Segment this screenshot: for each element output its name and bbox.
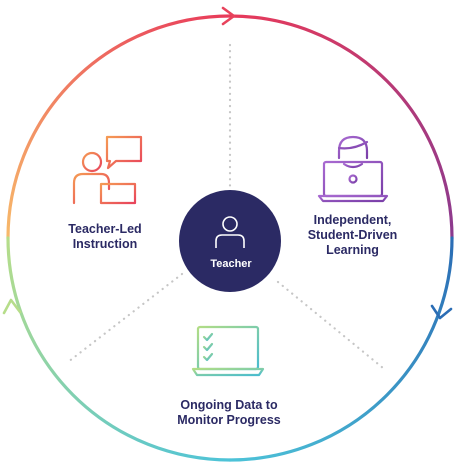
segment-label-line: Student-Driven <box>307 228 398 242</box>
cycle-ring <box>6 14 454 462</box>
segment-label-line: Independent, <box>313 213 392 227</box>
laptop-checklist-icon <box>191 325 265 377</box>
person-icon <box>215 216 245 248</box>
divider-bottom-right <box>276 280 385 370</box>
ring-arc-bottom-left <box>6 236 232 462</box>
segment-label-line: Monitor Progress <box>177 413 281 427</box>
arrow-top-icon <box>221 6 236 26</box>
segment-label-independent: Independent, Student-Driven Learning <box>285 213 420 258</box>
segment-label-ongoing-data: Ongoing Data to Monitor Progress <box>155 398 303 428</box>
ring-arc-top-right <box>228 14 454 240</box>
segment-label-line: Ongoing Data to <box>180 398 278 412</box>
segment-label-line: Learning <box>326 243 379 257</box>
student-laptop-icon <box>317 135 389 203</box>
segment-label-line: Instruction <box>72 237 138 251</box>
arrow-right-icon <box>430 304 453 320</box>
teacher-circle <box>179 190 281 292</box>
ring-arc-top-left <box>6 14 232 240</box>
arrow-left-icon <box>2 298 22 315</box>
segment-label-line: Teacher-Led <box>68 222 142 236</box>
segment-label-teacher-led: Teacher-Led Instruction <box>40 222 170 252</box>
teacher-label: Teacher <box>210 258 252 270</box>
teacher-presenting-icon <box>72 135 143 205</box>
ring-arc-bottom-right <box>228 236 454 462</box>
divider-bottom-left <box>66 272 184 364</box>
dividers <box>66 43 385 370</box>
